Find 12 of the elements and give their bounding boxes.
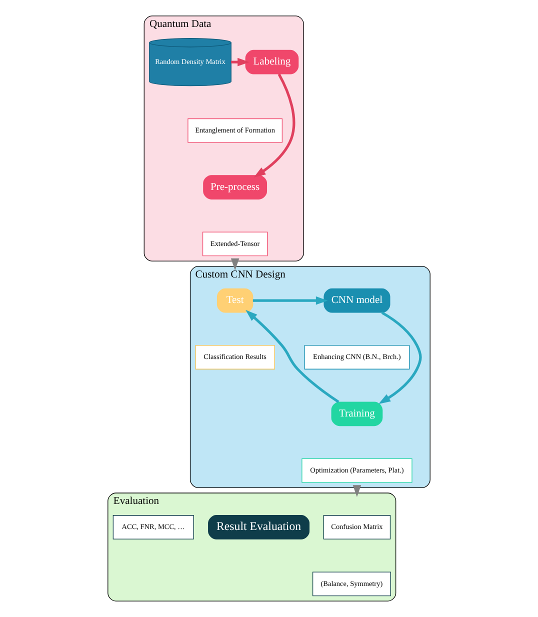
- arrow: [230, 258, 240, 270]
- node-box: Training: [331, 402, 383, 426]
- arrow: [352, 485, 362, 497]
- node-box: Test: [216, 288, 254, 313]
- node-box: Result Evaluation: [208, 515, 310, 540]
- arrow: [246, 310, 340, 404]
- node-box: CNN model: [324, 288, 390, 313]
- node-box: Pre-process: [203, 175, 268, 200]
- arrow: [378, 311, 422, 404]
- arrow: [254, 73, 296, 178]
- node-box: Labeling: [245, 50, 299, 74]
- arrow: [252, 296, 328, 305]
